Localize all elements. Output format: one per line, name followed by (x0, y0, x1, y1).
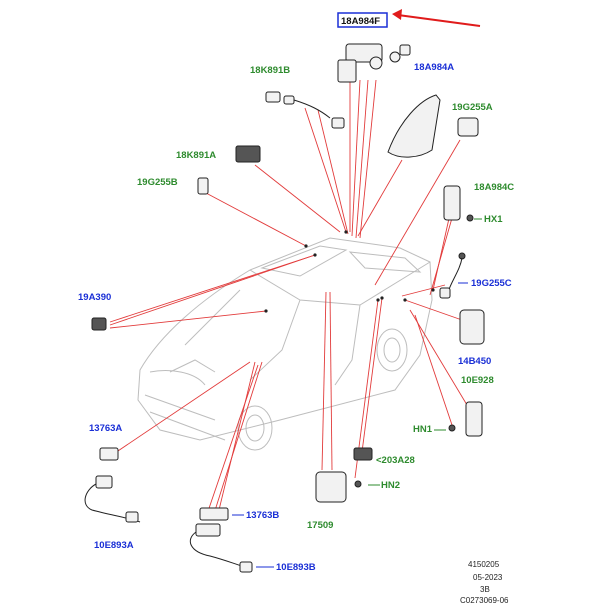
label-13763B: 13763B (246, 510, 279, 521)
label-14B450: 14B450 (458, 356, 491, 367)
label-18K891A: 18K891A (176, 150, 216, 161)
label-10E928: 10E928 (461, 375, 494, 386)
vehicle-outline (137, 237, 433, 451)
label-19A390: 19A390 (78, 292, 111, 303)
cable-10E893A-part (84, 475, 141, 523)
wire-19G255C-part (439, 252, 466, 299)
label-19G255A: 19G255A (452, 102, 493, 113)
shark-fin-antenna-part (387, 94, 441, 158)
module-19G255B-part (197, 177, 209, 195)
label-203A28: <203A28 (376, 455, 415, 466)
label-18A984C: 18A984C (474, 182, 514, 193)
label-10E893B: 10E893B (276, 562, 316, 573)
label-10E893A: 10E893A (94, 540, 134, 551)
reference-code: C0273069-06 (460, 596, 509, 604)
cable-18K891B-part (265, 91, 345, 129)
label-HN2: HN2 (381, 480, 400, 491)
highlight-arrow (392, 9, 481, 27)
leader-lines (109, 79, 471, 521)
label-HN1: HN1 (413, 424, 433, 435)
antenna-10E928-part (448, 401, 483, 437)
part-203A28 (353, 447, 373, 461)
label-18A984A: 18A984A (414, 62, 454, 73)
label-19G255B: 19G255B (137, 177, 178, 188)
antenna-18A984C-part (443, 185, 474, 222)
label-13763A: 13763A (89, 423, 122, 434)
reference-date: 05-2023 (473, 573, 503, 582)
label-18A984F: 18A984F (341, 16, 380, 27)
sensor-19A390-part (91, 317, 107, 331)
connector-18K891A-part (235, 145, 261, 163)
part-17509 (315, 471, 362, 503)
cable-10E893B-part (189, 523, 253, 573)
module-14B450-part (459, 309, 485, 345)
label-17509: 17509 (307, 520, 333, 531)
lamp-13763A-part (99, 447, 119, 461)
highlight-box (337, 12, 388, 28)
reference-number: 4150205 (468, 560, 500, 569)
module-19G255A-part (457, 117, 479, 137)
label-HX1: HX1 (484, 214, 503, 225)
reference-revision: 3B (480, 585, 490, 594)
attachment-points (264, 230, 435, 313)
label-19G255C: 19G255C (471, 278, 512, 289)
antenna-base-part (337, 43, 411, 83)
lamp-13763B-part (199, 507, 229, 521)
label-18K891B: 18K891B (250, 65, 290, 76)
label-arrows (232, 218, 482, 568)
